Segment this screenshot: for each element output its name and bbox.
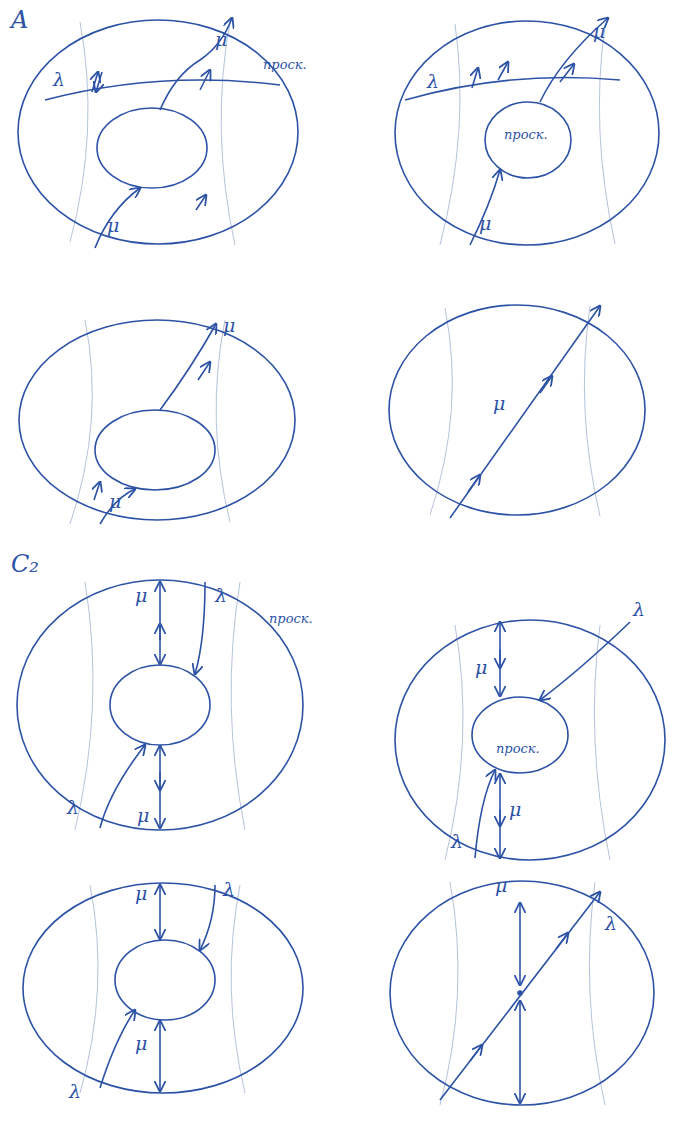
field-label: λ xyxy=(214,586,228,605)
panel-letter: C₂ xyxy=(10,552,40,576)
field-label: μ xyxy=(106,216,120,235)
field-label: μ xyxy=(134,1034,148,1053)
field-label: λ xyxy=(52,70,66,89)
field-label: μ xyxy=(108,492,122,511)
panel-letter: A xyxy=(10,8,29,32)
field-label: μ xyxy=(134,884,148,903)
field-label: λ xyxy=(426,72,440,91)
field-label: μ xyxy=(494,876,508,895)
region-note: проск. xyxy=(268,612,314,625)
field-label: λ xyxy=(632,600,646,619)
field-label: μ xyxy=(214,30,228,49)
field-label: μ xyxy=(474,658,488,677)
field-label: μ xyxy=(136,806,150,825)
field-label: μ xyxy=(592,22,606,41)
field-label: μ xyxy=(508,800,522,819)
field-label: λ xyxy=(604,914,618,933)
field-label: λ xyxy=(66,798,80,817)
field-label: μ xyxy=(478,214,492,233)
region-note: проск. xyxy=(262,58,308,71)
field-label: λ xyxy=(222,880,236,899)
field-label: μ xyxy=(222,316,236,335)
region-note: проск. xyxy=(503,128,549,141)
region-note: проск. xyxy=(495,742,541,755)
field-label: μ xyxy=(134,586,148,605)
field-label: λ xyxy=(68,1082,82,1101)
field-label: λ xyxy=(450,832,464,851)
field-label: μ xyxy=(492,394,506,413)
